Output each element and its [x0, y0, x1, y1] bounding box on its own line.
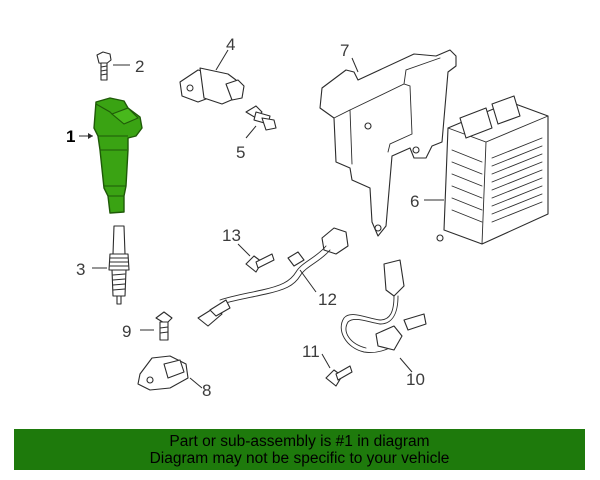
banner-line-2: Diagram may not be specific to your vehi… — [149, 449, 450, 467]
oxygen-sensor-part-10[interactable] — [340, 259, 427, 353]
bolt-part-11[interactable] — [325, 365, 353, 387]
leader-11 — [321, 353, 331, 369]
banner-line-1: Part or sub-assembly is #1 in diagram — [169, 432, 430, 450]
bolt-part-9[interactable] — [155, 311, 173, 341]
bolt-part-13[interactable] — [245, 253, 275, 273]
callout-9: 9 — [122, 322, 131, 341]
leader-7 — [351, 57, 359, 73]
callout-7: 7 — [340, 41, 349, 60]
callout-6: 6 — [410, 192, 419, 211]
callout-8: 8 — [202, 381, 211, 400]
callout-13: 13 — [222, 226, 241, 245]
callout-4: 4 — [226, 35, 235, 54]
leader-13 — [237, 243, 251, 257]
sensor-part-4[interactable] — [179, 67, 245, 105]
callout-1: 1 — [66, 127, 75, 146]
bolt-part-5[interactable] — [245, 105, 277, 131]
bracket-part-7[interactable] — [319, 49, 457, 237]
info-banner: Part or sub-assembly is #1 in diagram Di… — [14, 429, 585, 470]
callout-5: 5 — [236, 143, 245, 162]
spark-plug-part[interactable] — [108, 225, 130, 305]
oxygen-sensor-part-12[interactable] — [197, 227, 349, 327]
leader-4 — [215, 49, 229, 71]
parts-diagram: 1 2 3 4 5 7 — [66, 35, 549, 400]
leader-10 — [399, 357, 413, 373]
callout-11: 11 — [302, 342, 320, 361]
leader-8 — [189, 377, 203, 389]
leader-5 — [245, 125, 257, 139]
bolt-part-2[interactable] — [96, 51, 112, 81]
callout-3: 3 — [76, 260, 85, 279]
ignition-coil-part[interactable] — [93, 97, 143, 214]
ecu-module-part[interactable] — [436, 95, 549, 245]
sensor-part-8[interactable] — [137, 355, 189, 391]
callout-10: 10 — [406, 370, 425, 389]
callout-2: 2 — [135, 57, 144, 76]
leader-12 — [299, 269, 317, 293]
leader-1-arrow — [88, 133, 93, 139]
callout-12: 12 — [318, 290, 337, 309]
